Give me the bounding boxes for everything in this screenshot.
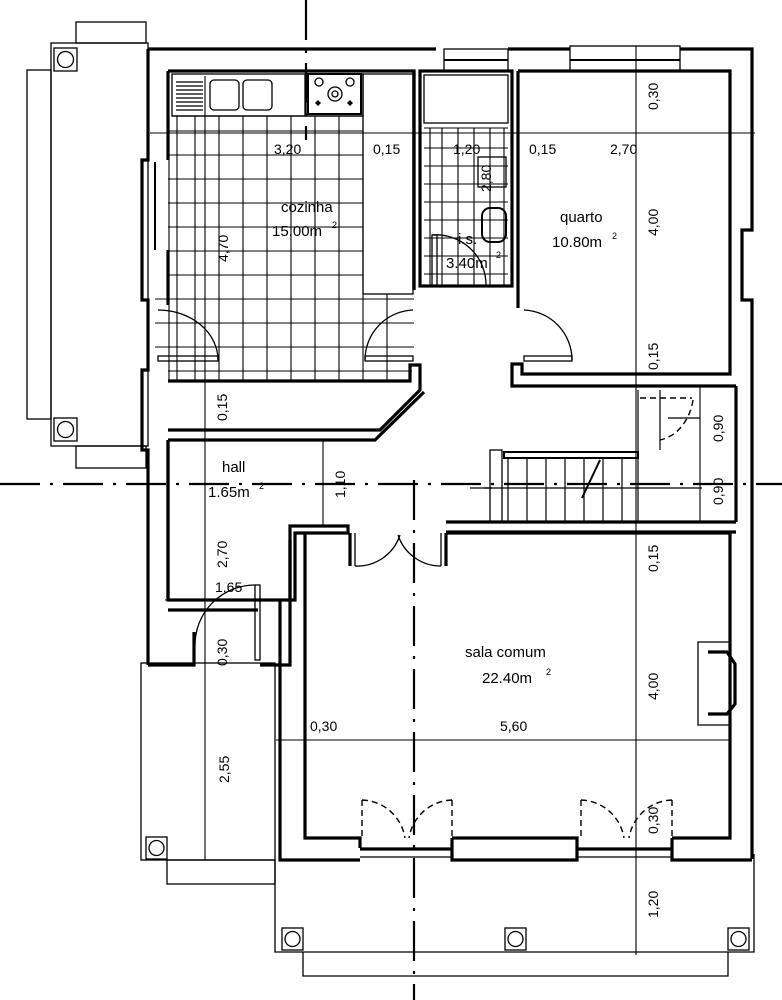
room-is xyxy=(418,69,514,288)
svg-text:2: 2 xyxy=(612,231,617,241)
svg-text:2,55: 2,55 xyxy=(216,756,232,783)
sink-bowl-icon xyxy=(209,79,240,111)
svg-text:4,00: 4,00 xyxy=(645,673,661,700)
column-icon xyxy=(53,47,78,72)
svg-text:0,15: 0,15 xyxy=(645,545,661,572)
room-hall xyxy=(148,440,350,667)
svg-text:0,90: 0,90 xyxy=(710,415,726,442)
svg-text:2,70: 2,70 xyxy=(610,141,637,157)
washbasin-icon xyxy=(481,207,507,243)
room-area-is: 3.40m xyxy=(446,255,488,272)
dimension-labels: 3,20 0,15 1,20 0,15 2,70 0,30 4,00 0,15 … xyxy=(214,83,726,918)
stove-icon xyxy=(307,73,362,115)
column-icon xyxy=(53,417,78,442)
svg-text:2: 2 xyxy=(546,667,551,677)
room-name-quarto: quarto xyxy=(560,209,603,226)
svg-text:5,60: 5,60 xyxy=(500,718,527,734)
svg-text:0,30: 0,30 xyxy=(645,83,661,110)
exterior-walls xyxy=(140,45,754,859)
room-area-cozinha: 15.00m xyxy=(272,223,322,240)
svg-text:1,20: 1,20 xyxy=(453,141,480,157)
svg-text:0,15: 0,15 xyxy=(214,394,230,421)
svg-text:4,00: 4,00 xyxy=(645,209,661,236)
svg-text:1,10: 1,10 xyxy=(332,471,348,498)
svg-text:1,65: 1,65 xyxy=(215,579,242,595)
column-icon xyxy=(281,927,304,951)
dimension-lines xyxy=(150,46,755,955)
svg-text:2: 2 xyxy=(496,250,501,260)
room-area-hall: 1.65m xyxy=(208,484,250,501)
room-name-sala: sala comum xyxy=(465,644,546,661)
staircase xyxy=(446,386,738,534)
column-icon xyxy=(145,836,168,860)
svg-text:0,30: 0,30 xyxy=(645,807,661,834)
svg-text:2,80: 2,80 xyxy=(478,165,494,192)
fireplace-icon xyxy=(697,641,737,726)
toilet-icon xyxy=(477,156,507,188)
room-name-cozinha: cozinha xyxy=(281,199,333,216)
svg-text:0,15: 0,15 xyxy=(373,141,400,157)
sink-bowl-icon xyxy=(242,79,273,111)
svg-text:0,90: 0,90 xyxy=(710,478,726,505)
room-quarto xyxy=(510,69,736,388)
room-name-hall: hall xyxy=(222,459,245,476)
door-swing xyxy=(157,309,219,361)
column-icon xyxy=(727,927,750,951)
svg-text:3,20: 3,20 xyxy=(274,141,301,157)
room-cozinha xyxy=(155,69,426,442)
svg-text:0,30: 0,30 xyxy=(214,639,230,666)
room-area-quarto: 10.80m xyxy=(552,234,602,251)
door-swing xyxy=(364,309,414,361)
room-area-sala: 22.40m xyxy=(482,670,532,687)
front-porch xyxy=(274,854,755,977)
bathtub-icon xyxy=(423,74,509,124)
svg-text:2: 2 xyxy=(332,220,337,230)
left-porch xyxy=(26,21,149,469)
svg-text:0,30: 0,30 xyxy=(310,718,337,734)
svg-text:0,15: 0,15 xyxy=(645,343,661,370)
column-icon xyxy=(504,927,527,951)
entry-porch xyxy=(140,662,276,885)
svg-text:2: 2 xyxy=(259,481,264,491)
svg-text:2,70: 2,70 xyxy=(214,541,230,568)
svg-text:4,70: 4,70 xyxy=(215,235,231,262)
svg-text:0,15: 0,15 xyxy=(529,141,556,157)
room-labels: cozinha 15.00m 2 i.s. 3.40m 2 quarto 10.… xyxy=(208,199,617,687)
room-name-is: i.s. xyxy=(458,231,477,248)
drainboard-icon xyxy=(176,81,203,111)
svg-text:1,20: 1,20 xyxy=(645,891,661,918)
room-sala xyxy=(278,531,752,862)
